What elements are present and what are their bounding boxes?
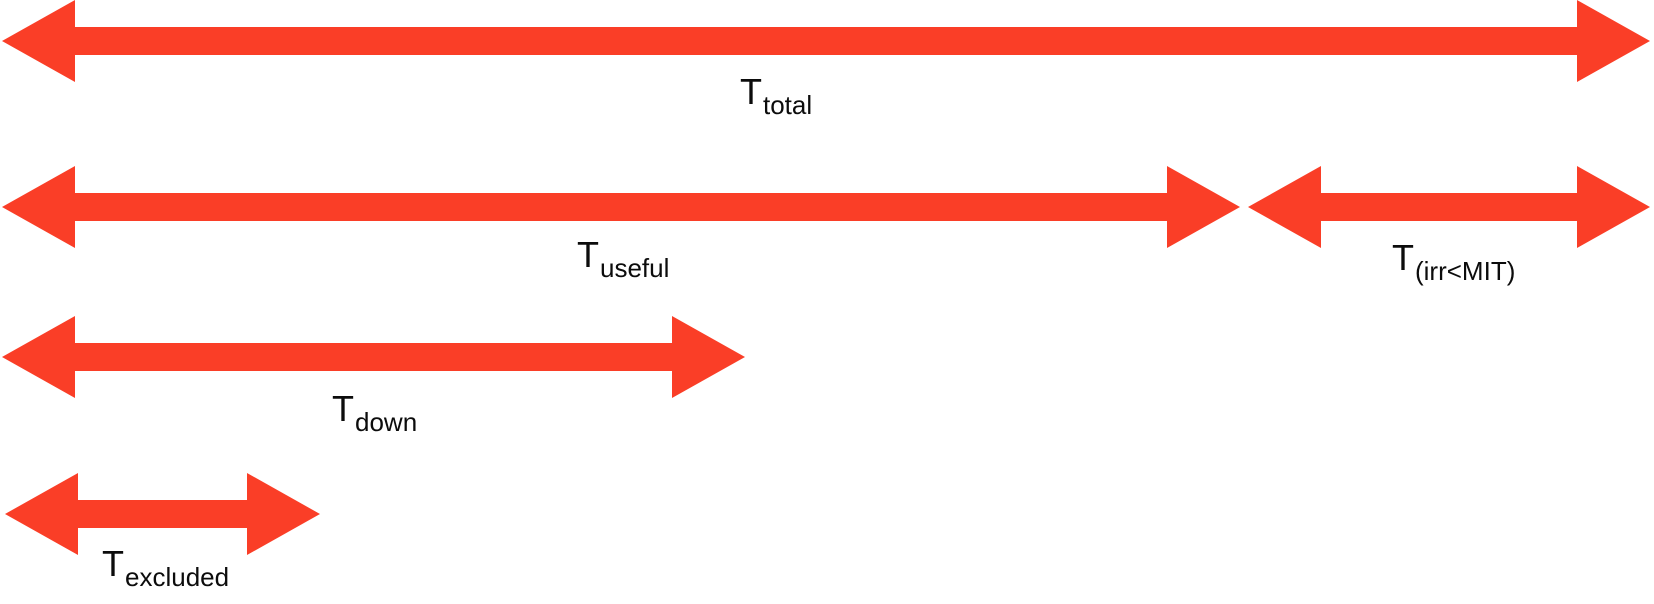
label-useful-main: T: [577, 234, 599, 275]
label-excluded-main: T: [102, 543, 124, 584]
arrow-useful: [2, 166, 1240, 248]
label-irr-lt-mit: T(irr<MIT): [1392, 237, 1515, 285]
arrow-excluded: [5, 473, 320, 555]
arrow-shaft: [75, 27, 1577, 55]
arrowhead-right: [1577, 166, 1650, 248]
arrow-shaft: [75, 343, 672, 371]
arrowhead-left: [2, 316, 75, 398]
label-excluded-sub: excluded: [125, 562, 230, 592]
label-down-main: T: [332, 388, 354, 429]
arrow-total: [2, 0, 1650, 82]
label-total-main: T: [740, 71, 762, 112]
arrow-down: [2, 316, 745, 398]
label-irr-lt-mit-main: T: [1392, 237, 1414, 278]
arrowhead-left: [2, 0, 75, 82]
arrow-shaft: [1321, 193, 1577, 221]
arrowhead-left: [2, 166, 75, 248]
arrowhead-left: [5, 473, 78, 555]
label-irr-lt-mit-sub: (irr<MIT): [1415, 256, 1516, 286]
arrowhead-right: [672, 316, 745, 398]
arrow-shaft: [78, 500, 247, 528]
arrowhead-right: [1167, 166, 1240, 248]
arrowhead-right: [1577, 0, 1650, 82]
arrowhead-left: [1248, 166, 1321, 248]
arrow-irr-lt-mit: [1248, 166, 1650, 248]
label-down-sub: down: [355, 407, 418, 437]
label-excluded: Texcluded: [102, 543, 229, 591]
arrow-shaft: [75, 193, 1167, 221]
arrowhead-right: [247, 473, 320, 555]
label-down: Tdown: [332, 388, 417, 436]
label-total: Ttotal: [740, 71, 812, 119]
label-total-sub: total: [763, 90, 813, 120]
label-useful: Tuseful: [577, 234, 669, 282]
label-useful-sub: useful: [600, 253, 670, 283]
